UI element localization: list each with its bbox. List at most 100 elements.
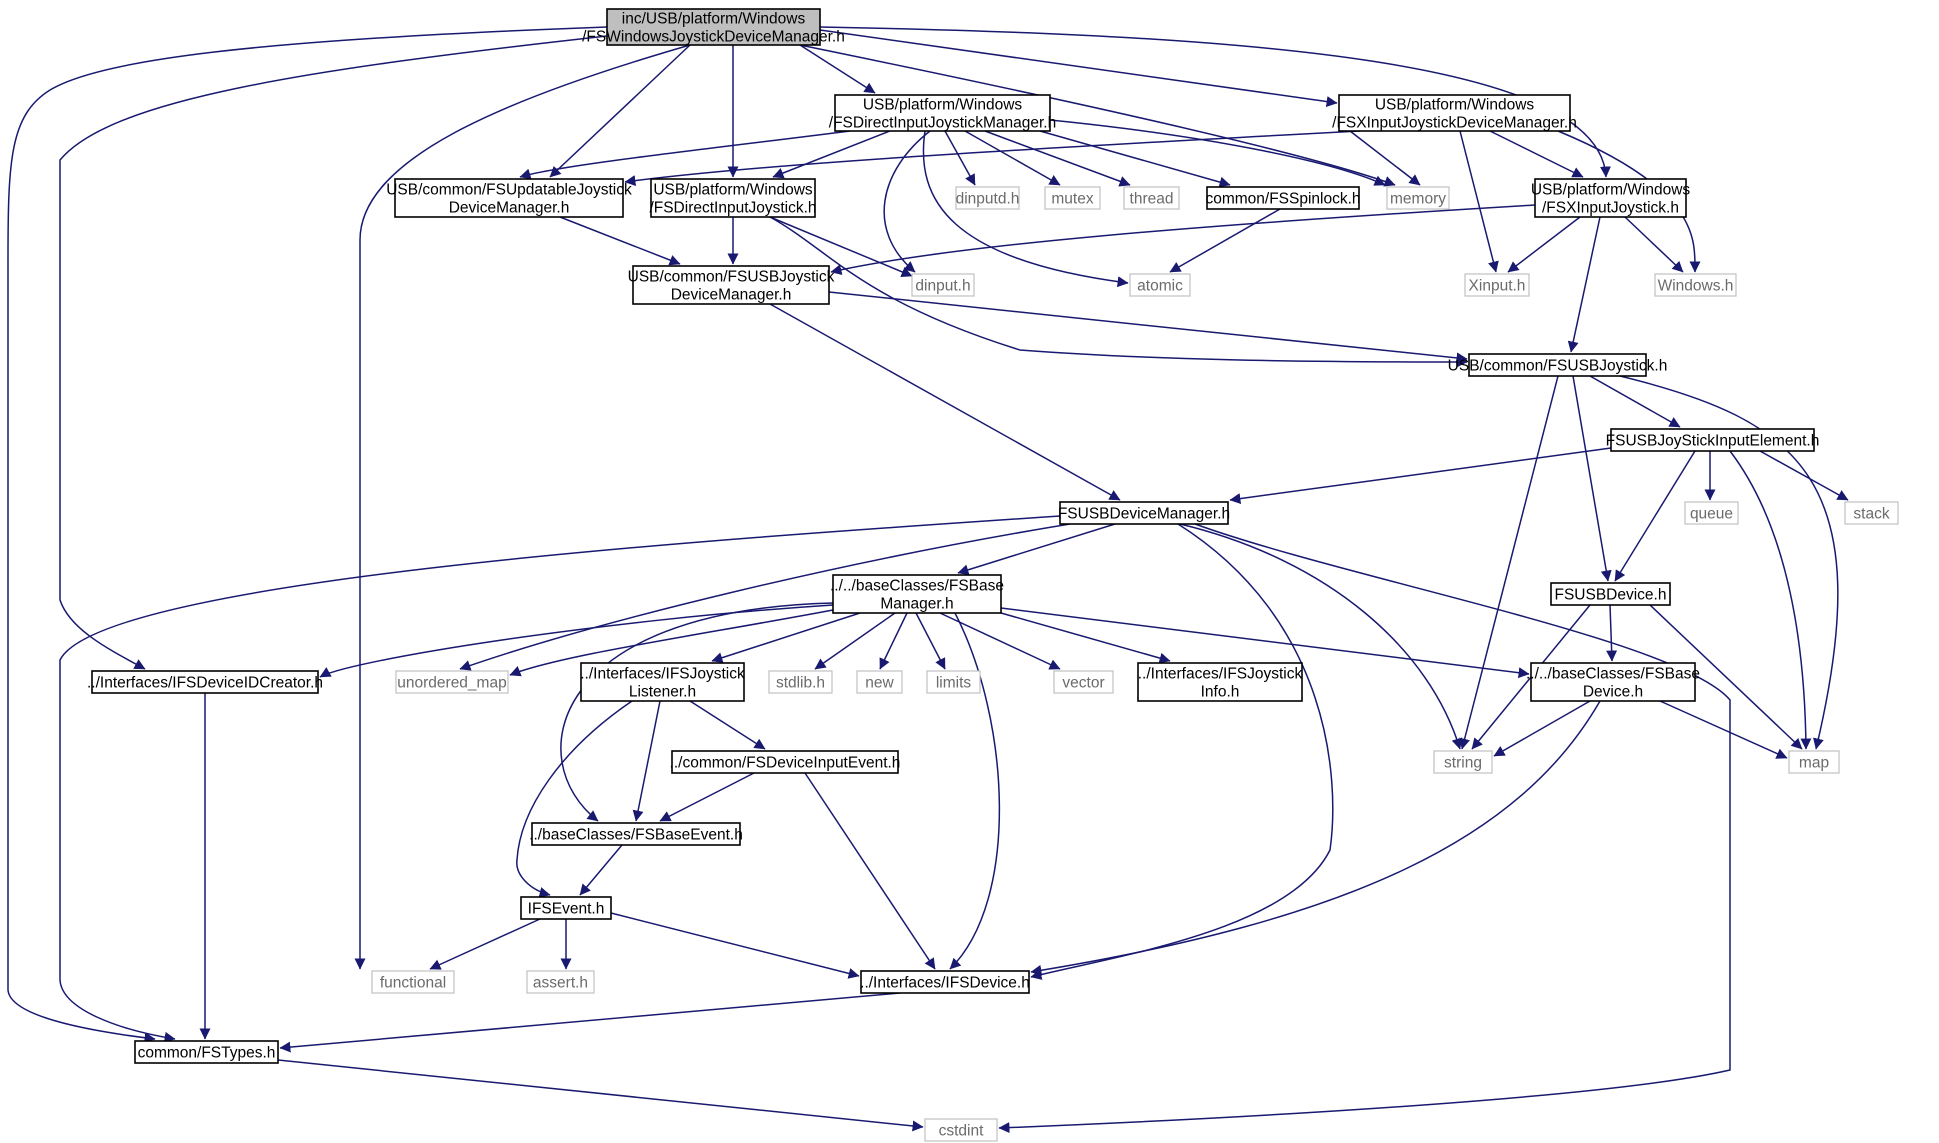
node-ifsevent[interactable]: IFSEvent.h	[520, 896, 612, 920]
node-functional[interactable]: functional	[371, 970, 455, 994]
node-stdlib[interactable]: stdlib.h	[768, 670, 833, 694]
edge-ifsevent-to-ifsdevice	[610, 912, 860, 979]
node-limits[interactable]: limits	[926, 670, 981, 694]
edge-xinputmgr-to-xinputjoy	[1489, 130, 1584, 178]
edge-usbjoystick-to-inputelement	[1589, 375, 1681, 428]
node-string[interactable]: string	[1433, 750, 1493, 774]
node-unordered_map[interactable]: unordered_map	[395, 670, 509, 694]
nodes-layer: inc/USB/platform/Windows/FSWindowsJoysti…	[87, 8, 1899, 1142]
node-label-line: stdlib.h	[776, 675, 825, 692]
node-box	[1386, 186, 1450, 210]
node-box	[632, 265, 830, 305]
node-label-line: Manager.h	[880, 596, 953, 613]
node-label-line: USB/platform/Windows	[1375, 97, 1535, 114]
node-fstypes[interactable]: common/FSTypes.h	[134, 1040, 279, 1064]
node-label-line: ../Interfaces/IFSDeviceIDCreator.h	[87, 675, 323, 692]
node-atomic[interactable]: atomic	[1129, 273, 1191, 297]
node-box	[924, 1118, 998, 1142]
edge-basedevice-to-string	[1493, 700, 1591, 757]
node-box	[1654, 273, 1737, 297]
node-usbdevice[interactable]: FSUSBDevice.h	[1550, 582, 1671, 606]
node-xinputmgr[interactable]: USB/platform/Windows/FSXInputJoystickDev…	[1332, 94, 1577, 132]
node-box	[531, 822, 741, 846]
node-directinputjoy[interactable]: USB/platform/Windows/FSDirectInputJoysti…	[649, 178, 817, 218]
edge-usbjoymgr-to-usbjoystick	[828, 291, 1468, 364]
node-label-line: USB/platform/Windows	[653, 182, 813, 199]
edge-fstypes-to-cstdint	[277, 1059, 924, 1132]
node-label-line: vector	[1062, 675, 1104, 692]
edge-deviceinputevent-to-ifsdevice	[804, 772, 936, 970]
node-deviceinputevent[interactable]: ../common/FSDeviceInputEvent.h	[670, 750, 901, 774]
node-label-line: thread	[1130, 191, 1174, 208]
node-box	[395, 670, 509, 694]
node-box	[1534, 178, 1687, 218]
edge-usbdevmgr-to-unordered_map	[459, 523, 1071, 671]
node-mutex[interactable]: mutex	[1044, 186, 1101, 210]
node-box	[1610, 428, 1815, 452]
node-windows[interactable]: Windows.h	[1654, 273, 1737, 297]
node-label-line: FSUSBDevice.h	[1555, 587, 1667, 604]
node-map[interactable]: map	[1788, 750, 1840, 774]
edges-layer	[7, 26, 1849, 1134]
edge-usbjoystick-to-string	[1459, 375, 1559, 750]
node-label-line: Info.h	[1201, 684, 1240, 701]
node-xinput[interactable]: Xinput.h	[1464, 273, 1530, 297]
node-box	[671, 750, 899, 774]
edge-usbjoymgr-to-usbdevmgr	[769, 303, 1121, 501]
node-ifsdevice[interactable]: ../Interfaces/IFSDevice.h	[860, 970, 1030, 994]
node-label-line: common/FSSpinlock.h	[1205, 191, 1360, 208]
node-box	[650, 178, 816, 218]
node-box	[1684, 501, 1739, 525]
edge-basemanager-to-ideviceidcreator	[319, 604, 834, 678]
node-label-line: FSUSBJoyStickInputElement.h	[1606, 433, 1820, 450]
node-new[interactable]: new	[856, 670, 903, 694]
node-usbdevmgr[interactable]: FSUSBDeviceManager.h	[1058, 501, 1230, 525]
node-updatable[interactable]: USB/common/FSUpdatableJoystickDeviceMana…	[386, 178, 632, 218]
node-spinlock[interactable]: common/FSSpinlock.h	[1205, 186, 1361, 210]
node-ideviceidcreator[interactable]: ../Interfaces/IFSDeviceIDCreator.h	[87, 670, 323, 694]
node-vector[interactable]: vector	[1053, 670, 1114, 694]
node-baseevent[interactable]: ../baseClasses/FSBaseEvent.h	[529, 822, 743, 846]
edge-directinputmgr-to-spinlock	[1039, 130, 1231, 188]
edge-root-to-fstypes	[7, 26, 608, 1044]
node-box	[580, 662, 745, 702]
edge-joylistener-to-deviceinputevent	[689, 700, 766, 750]
node-usbjoystick[interactable]: USB/common/FSUSBJoystick.h	[1448, 353, 1668, 377]
node-label-line: mutex	[1051, 191, 1093, 208]
edge-directinputmgr-to-dinputd	[944, 130, 976, 186]
node-queue[interactable]: queue	[1684, 501, 1739, 525]
node-root[interactable]: inc/USB/platform/Windows/FSWindowsJoysti…	[582, 8, 845, 46]
node-label-line: Windows.h	[1658, 278, 1734, 295]
node-label-line: USB/common/FSUSBJoystick	[628, 269, 835, 286]
node-dinputd[interactable]: dinputd.h	[955, 186, 1020, 210]
node-stack[interactable]: stack	[1844, 501, 1899, 525]
edge-xinputmgr-to-xinput	[1459, 130, 1499, 273]
node-thread[interactable]: thread	[1123, 186, 1180, 210]
node-assert[interactable]: assert.h	[526, 970, 595, 994]
edge-joylistener-to-baseevent	[632, 700, 661, 822]
edge-directinputjoy-to-dinput	[769, 216, 913, 278]
node-xinputjoy[interactable]: USB/platform/Windows/FSXInputJoystick.h	[1531, 178, 1691, 218]
node-cstdint[interactable]: cstdint	[924, 1118, 998, 1142]
node-label-line: common/FSTypes.h	[138, 1045, 276, 1062]
node-directinputmgr[interactable]: USB/platform/Windows/FSDirectInputJoysti…	[829, 94, 1056, 132]
edge-ifsevent-to-functional	[429, 918, 541, 970]
node-label-line: USB/platform/Windows	[863, 97, 1023, 114]
edge-root-to-ideviceidcreator	[59, 35, 608, 670]
node-label-line: /FSDirectInputJoystick.h	[649, 200, 816, 217]
edge-usbdevmgr-to-ifsdevice	[1030, 523, 1334, 980]
node-inputelement[interactable]: FSUSBJoyStickInputElement.h	[1606, 428, 1820, 452]
node-label-line: FSUSBDeviceManager.h	[1058, 506, 1230, 523]
node-memory[interactable]: memory	[1386, 186, 1450, 210]
node-label-line: stack	[1853, 506, 1889, 523]
node-dinput[interactable]: dinput.h	[911, 273, 975, 297]
node-label-line: dinput.h	[915, 278, 970, 295]
edge-ifsdevice-to-fstypes	[279, 992, 901, 1053]
edge-root-to-directinputmgr	[799, 44, 876, 94]
edge-inputelement-to-usbdevice	[1614, 450, 1696, 582]
